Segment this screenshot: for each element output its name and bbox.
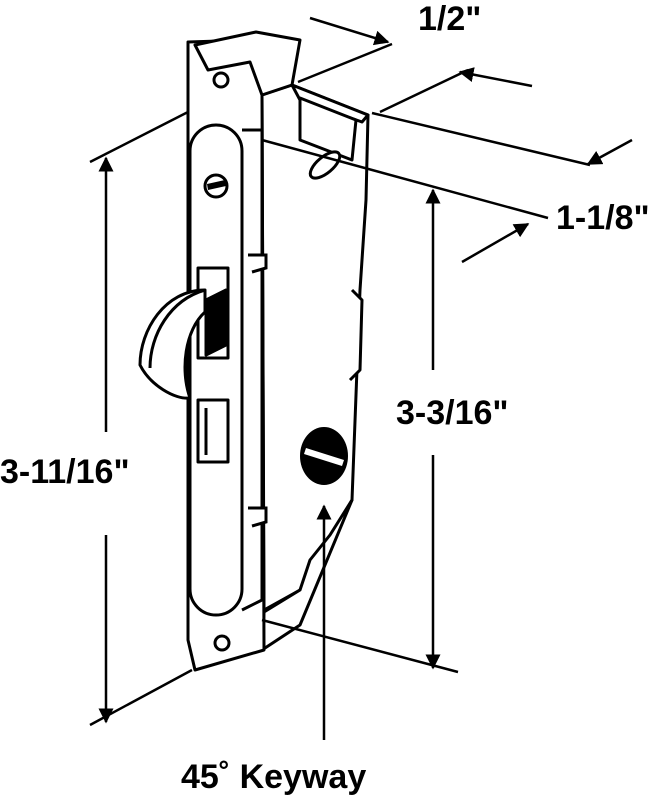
lock-casing (260, 83, 370, 652)
dimension-lines (89, 16, 633, 740)
latch-hook (138, 266, 230, 464)
width-dimension-label: 1/2" (418, 0, 482, 38)
keyway-cylinder-icon (300, 427, 348, 485)
inner-height-dimension-label: 3-3/16" (396, 394, 509, 432)
lower-tab (248, 506, 268, 528)
bottom-screw-hole-icon (213, 634, 231, 652)
overall-height-dimension-label: 3-11/16" (0, 453, 130, 491)
keyway-label: 45˚ Keyway (181, 758, 367, 796)
top-screw-hole-icon (212, 71, 230, 89)
upper-tab (248, 253, 268, 274)
depth-dimension-label: 1-1/8" (556, 199, 650, 237)
slotted-screw-icon (203, 173, 229, 199)
